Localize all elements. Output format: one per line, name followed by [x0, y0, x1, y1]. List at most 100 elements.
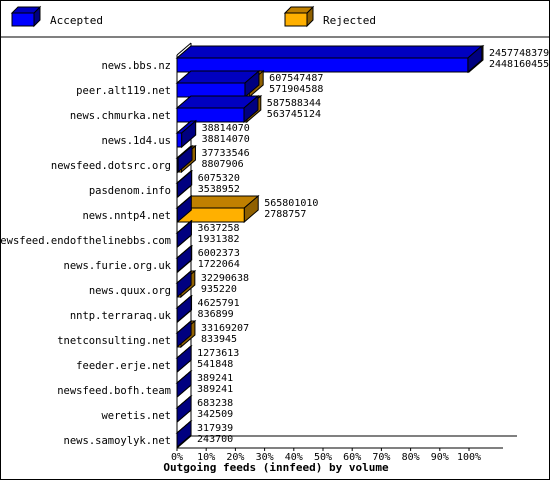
bar-accepted-news-chmurka-net-front: [176, 107, 245, 123]
category-label-pasdenom-info: pasdenom.info: [89, 185, 171, 197]
bar-accepted-pasdenom-info-side: [176, 169, 192, 199]
value-label-accepted-newsfeed-endofthelinebbs-com: 1931382: [197, 234, 239, 245]
bar-accepted-news-bbs-nz: [175, 44, 484, 74]
category-label-news-bbs-nz: news.bbs.nz: [101, 60, 171, 72]
bar-accepted-feeder-erje-net: [175, 344, 193, 374]
x-tick-label: 0%: [171, 452, 183, 463]
category-label-news-1d4-us: news.1d4.us: [101, 135, 171, 147]
value-label-rejected-news-furie-org-uk: 6002373: [198, 248, 240, 259]
value-label-accepted-newsfeed-bofh-team: 389241: [197, 384, 233, 395]
bar-accepted-news-samoylyk-net: [175, 419, 193, 449]
value-label-accepted-news-nntp4-net: 2788757: [264, 209, 306, 220]
value-label-accepted-news-furie-org-uk: 1722064: [198, 259, 240, 270]
bar-accepted-newsfeed-bofh-team-side: [176, 369, 192, 399]
legend-item-accepted: Accepted: [10, 5, 103, 28]
bar-accepted-newsfeed-endofthelinebbs-com: [175, 219, 193, 249]
category-label-news-nntp4-net: news.nntp4.net: [82, 210, 171, 222]
x-tick-label: 100%: [457, 452, 481, 463]
value-label-accepted-news-bbs-nz: 2448160455: [489, 59, 549, 70]
category-label-feeder-erje-net: feeder.erje.net: [76, 360, 171, 372]
bar-accepted-news-bbs-nz-top: [175, 45, 484, 59]
value-label-rejected-nntp-terraraq-uk: 4625791: [198, 298, 240, 309]
category-label-tnetconsulting-net: tnetconsulting.net: [57, 335, 171, 347]
legend-swatch-accepted: [11, 12, 35, 27]
bar-accepted-news-quux-org-side: [176, 269, 192, 299]
bar-accepted-nntp-terraraq-uk-side: [176, 294, 192, 324]
bar-accepted-news-furie-org-uk-side: [176, 244, 192, 274]
value-label-rejected-news-samoylyk-net: 317939: [197, 423, 233, 434]
bar-accepted-newsfeed-dotsrc-org: [175, 144, 194, 174]
value-label-rejected-news-chmurka-net: 587588344: [267, 98, 321, 109]
axis-depth-bottom: [176, 435, 192, 449]
x-tick-label: 20%: [226, 452, 244, 463]
value-label-rejected-weretis-net: 683238: [197, 398, 233, 409]
category-label-news-samoylyk-net: news.samoylyk.net: [64, 435, 171, 447]
bars: [175, 44, 485, 449]
x-tick-label: 40%: [285, 452, 303, 463]
value-label-rejected-news-bbs-nz: 2457748379: [489, 48, 549, 59]
x-tick-label: 50%: [314, 452, 332, 463]
legend: Accepted Rejected: [10, 5, 376, 28]
value-label-rejected-pasdenom-info: 6075320: [198, 173, 240, 184]
x-tick-label: 60%: [343, 452, 361, 463]
category-label-newsfeed-endofthelinebbs-com: newsfeed.endofthelinebbs.com: [1, 235, 171, 247]
bar-accepted-feeder-erje-net-side: [176, 344, 192, 374]
axis-depth-top: [176, 42, 192, 56]
bar-accepted-news-quux-org: [175, 269, 193, 299]
value-label-rejected-news-nntp4-net: 565801010: [264, 198, 318, 209]
value-label-rejected-newsfeed-bofh-team: 389241: [197, 373, 233, 384]
bar-accepted-newsfeed-dotsrc-org-front: [176, 157, 179, 173]
bar-accepted-tnetconsulting-net: [175, 319, 193, 349]
value-label-accepted-pasdenom-info: 3538952: [198, 184, 240, 195]
value-label-accepted-news-samoylyk-net: 243700: [197, 434, 233, 445]
legend-label-rejected: Rejected: [323, 14, 376, 27]
bar-accepted-news-bbs-nz-front: [176, 57, 469, 73]
bar-accepted-peer-alt119-net-front: [176, 82, 246, 98]
bar-accepted-news-chmurka-net: [175, 94, 260, 124]
value-label-accepted-newsfeed-dotsrc-org: 8807906: [201, 159, 243, 170]
bar-accepted-weretis-net-side: [176, 394, 192, 424]
bar-accepted-news-1d4-us: [175, 119, 197, 149]
value-label-rejected-news-1d4-us: 38814070: [202, 123, 250, 134]
x-tick-label: 90%: [431, 452, 449, 463]
category-label-news-chmurka-net: news.chmurka.net: [70, 110, 171, 122]
value-label-rejected-news-quux-org: 32290638: [201, 273, 249, 284]
category-label-nntp-terraraq-uk: nntp.terraraq.uk: [70, 310, 172, 322]
value-label-rejected-feeder-erje-net: 1273613: [197, 348, 239, 359]
value-label-rejected-newsfeed-endofthelinebbs-com: 3637258: [197, 223, 239, 234]
x-tick-label: 70%: [372, 452, 390, 463]
value-label-accepted-weretis-net: 342509: [197, 409, 233, 420]
legend-label-accepted: Accepted: [50, 14, 103, 27]
bar-accepted-newsfeed-bofh-team: [175, 369, 193, 399]
bar-accepted-news-furie-org-uk: [175, 244, 193, 274]
bar-accepted-news-1d4-us-front: [176, 132, 183, 148]
legend-swatch-rejected: [284, 12, 308, 27]
category-label-newsfeed-bofh-team: newsfeed.bofh.team: [57, 385, 171, 397]
value-label-rejected-newsfeed-dotsrc-org: 37733546: [201, 148, 249, 159]
value-label-accepted-feeder-erje-net: 541848: [197, 359, 233, 370]
value-label-accepted-news-1d4-us: 38814070: [202, 134, 250, 145]
category-label-newsfeed-dotsrc-org: newsfeed.dotsrc.org: [51, 160, 171, 172]
category-label-news-quux-org: news.quux.org: [89, 285, 171, 297]
category-label-peer-alt119-net: peer.alt119.net: [76, 85, 171, 97]
value-label-rejected-peer-alt119-net: 607547487: [269, 73, 323, 84]
x-axis-title: Outgoing feeds (innfeed) by volume: [163, 461, 389, 474]
legend-item-rejected: Rejected: [283, 5, 376, 28]
bar-accepted-news-nntp4-net: [175, 194, 193, 224]
value-label-accepted-tnetconsulting-net: 833945: [201, 334, 237, 345]
x-tick-label: 80%: [402, 452, 420, 463]
category-label-weretis-net: weretis.net: [101, 410, 171, 422]
value-label-accepted-news-chmurka-net: 563745124: [267, 109, 321, 120]
value-label-accepted-peer-alt119-net: 571904588: [269, 84, 323, 95]
bar-accepted-news-samoylyk-net-side: [176, 419, 192, 449]
bar-accepted-weretis-net: [175, 394, 193, 424]
value-label-rejected-tnetconsulting-net: 33169207: [201, 323, 249, 334]
x-tick-label: 10%: [197, 452, 215, 463]
x-tick-label: 30%: [256, 452, 274, 463]
bar-accepted-pasdenom-info: [175, 169, 193, 199]
bar-accepted-nntp-terraraq-uk: [175, 294, 193, 324]
value-label-accepted-news-quux-org: 935220: [201, 284, 237, 295]
